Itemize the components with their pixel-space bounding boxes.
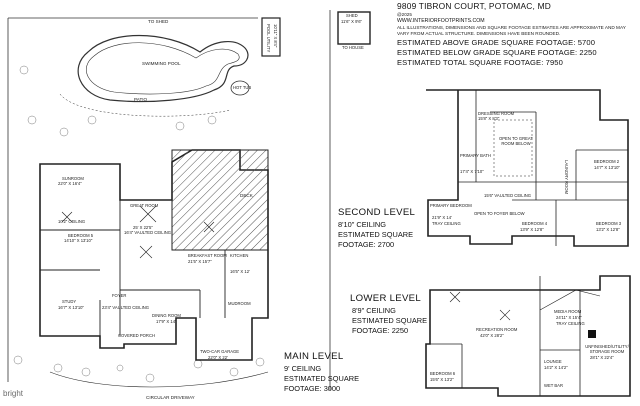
watermark-text: bright [3, 389, 24, 398]
second-level-foot: FOOTAGE: 2700 [338, 240, 395, 249]
bedroom6-dim: 15'6" X 13'2" [430, 377, 454, 382]
mudroom-label: MUDROOM [228, 301, 251, 306]
lower-level-est: ESTIMATED SQUARE [352, 316, 428, 325]
pool-label: SWIMMING POOL [142, 61, 181, 66]
dining-dim: 17'9" X 14' [156, 319, 176, 324]
great-room-ceiling: 16'4" VAULTED CEILING [124, 230, 172, 235]
wet-bar-label: WET BAR [544, 383, 564, 388]
primary-bedroom-ceiling: TRAY CEILING [432, 221, 461, 226]
great-room-label: GREAT ROOM [130, 203, 159, 208]
pool-utility-label: POOL UTILITY [266, 24, 272, 53]
total-sqft: ESTIMATED TOTAL SQUARE FOOTAGE: 7950 [397, 57, 563, 67]
header-block: 9809 TIBRON COURT, POTOMAC, MD @2025 WWW… [397, 2, 639, 66]
below-grade-sqft: ESTIMATED BELOW GRADE SQUARE FOOTAGE: 22… [397, 47, 597, 57]
media-label: MEDIA ROOM [554, 309, 582, 314]
second-level-est: ESTIMATED SQUARE [338, 230, 414, 239]
sunroom-dim: 22'0" X 16'4" [58, 181, 82, 186]
landscape-trees [13, 65, 265, 383]
main-level-plan [39, 149, 269, 388]
breakfast-dim: 21'5" X 15'7" [188, 259, 212, 264]
main-level-ceiling: 9' CEILING [284, 364, 322, 373]
dressing-dim: 15'8" X 8'3" [478, 116, 500, 121]
disclaimer-text: ALL ILLUSTRATIONS, DIMENSIONS AND SQUARE… [397, 25, 626, 36]
to-house-label: TO HOUSE [342, 45, 364, 50]
main-level-est: ESTIMATED SQUARE [284, 374, 360, 383]
sunroom-label: SUNROOM [62, 176, 84, 181]
media-ceiling: TRAY CEILING [556, 321, 585, 326]
laundry-label: LAUNDRY ROOM [564, 160, 570, 195]
storage-dim: 28'1" X 22'4" [590, 355, 614, 360]
bedroom3-label: BEDROOM 3 [596, 221, 622, 226]
kitchen-dim: 16'5" X 12' [230, 269, 250, 274]
second-level-ceiling: 8'10" CEILING [338, 220, 386, 229]
foyer-label: FOYER [112, 293, 127, 298]
pool-utility-dim: 10'11" X 8'4" [273, 24, 279, 48]
breakfast-label: BREAKFAST ROOM [188, 253, 227, 258]
garage-label: TWO-CAR GARAGE [200, 349, 240, 354]
bedroom6-label: BEDROOM 6 [430, 371, 456, 376]
website-link[interactable]: WWW.INTERIORFOOTPRINTS.COM [397, 18, 485, 24]
covered-porch-label: COVERED PORCH [118, 333, 155, 338]
primary-bedroom-dim: 21'9" X 14' [432, 215, 452, 220]
bedroom3-dim: 13'2" X 12'8" [596, 227, 620, 232]
bright-watermark: bright [0, 382, 40, 406]
lower-level-foot: FOOTAGE: 2250 [352, 326, 409, 335]
bedroom5-label: BEDROOM 5 [68, 233, 94, 238]
lower-level-title: LOWER LEVEL [350, 293, 422, 304]
main-level-foot: FOOTAGE: 3000 [284, 384, 341, 393]
primary-bath-label: PRIMARY BATH [460, 153, 491, 158]
foyer-ceiling: 23'4" VAULTED CEILING [102, 305, 150, 310]
study-label: STUDY [62, 299, 77, 304]
deck-label: DECK [240, 193, 253, 198]
open-great-label: OPEN TO GREAT ROOM BELOW [499, 136, 533, 146]
lower-level-ceiling: 8'9" CEILING [352, 306, 396, 315]
above-grade-sqft: ESTIMATED ABOVE GRADE SQUARE FOOTAGE: 57… [397, 38, 596, 48]
sunroom-ceiling: 10'2" CEILING [58, 219, 86, 224]
pool-utility-building [261, 17, 281, 57]
hot-tub-label: HOT TUB [233, 85, 252, 90]
bedroom5-dim: 14'10" X 13'10" [64, 238, 93, 243]
garage-dim: 22'0" X 22' [208, 355, 228, 360]
swimming-pool [59, 34, 250, 117]
bedroom2-dim: 14'7" X 13'10" [594, 165, 620, 170]
to-shed-label: TO SHED [148, 19, 169, 24]
shed-outline [337, 11, 371, 45]
primary-bath-dim: 17'4" X 7'10" [460, 169, 484, 174]
lounge-dim: 14'2" X 14'2" [544, 365, 568, 370]
open-foyer-label: OPEN TO FOYER BELOW [474, 211, 525, 216]
recreation-label: RECREATION ROOM [476, 327, 518, 332]
patio-label: PATIO [134, 97, 148, 102]
dining-label: DINING ROOM [152, 313, 181, 318]
bedroom4-label: BEDROOM 4 [522, 221, 548, 226]
lot-lines [7, 10, 331, 395]
copyright-year: @2025 [397, 12, 412, 18]
media-dim: 24'11" X 15'4" [556, 315, 582, 320]
second-level-title: SECOND LEVEL [338, 207, 416, 218]
kitchen-label: KITCHEN [230, 253, 249, 258]
primary-bedroom-label: PRIMARY BEDROOM [430, 203, 472, 208]
shed-dim: 11'6" X 9'6" [341, 19, 363, 24]
shed-label: SHED [346, 13, 358, 18]
great-room-dim: 25' X 22'5" [133, 225, 153, 230]
storage-label: UNFINISHED/UTILITY/ STORAGE ROOM [585, 344, 629, 354]
recreation-dim: 42'0" X 28'2" [480, 333, 504, 338]
property-address: 9809 TIBRON COURT, POTOMAC, MD [397, 1, 551, 11]
lounge-label: LOUNGE [544, 359, 562, 364]
lower-level-plan [425, 275, 631, 397]
dressing-label: DRESSING ROOM [478, 111, 515, 116]
driveway-label: CIRCULAR DRIVEWAY [146, 395, 195, 400]
bedroom2-label: BEDROOM 2 [594, 159, 620, 164]
bedroom4-dim: 13'9" X 12'8" [520, 227, 544, 232]
study-dim: 16'7" X 13'10" [58, 305, 84, 310]
vaulted-ceiling-label: 15'6" VAULTED CEILING [484, 193, 532, 198]
second-level-plan [426, 89, 629, 247]
main-level-title: MAIN LEVEL [284, 351, 344, 362]
